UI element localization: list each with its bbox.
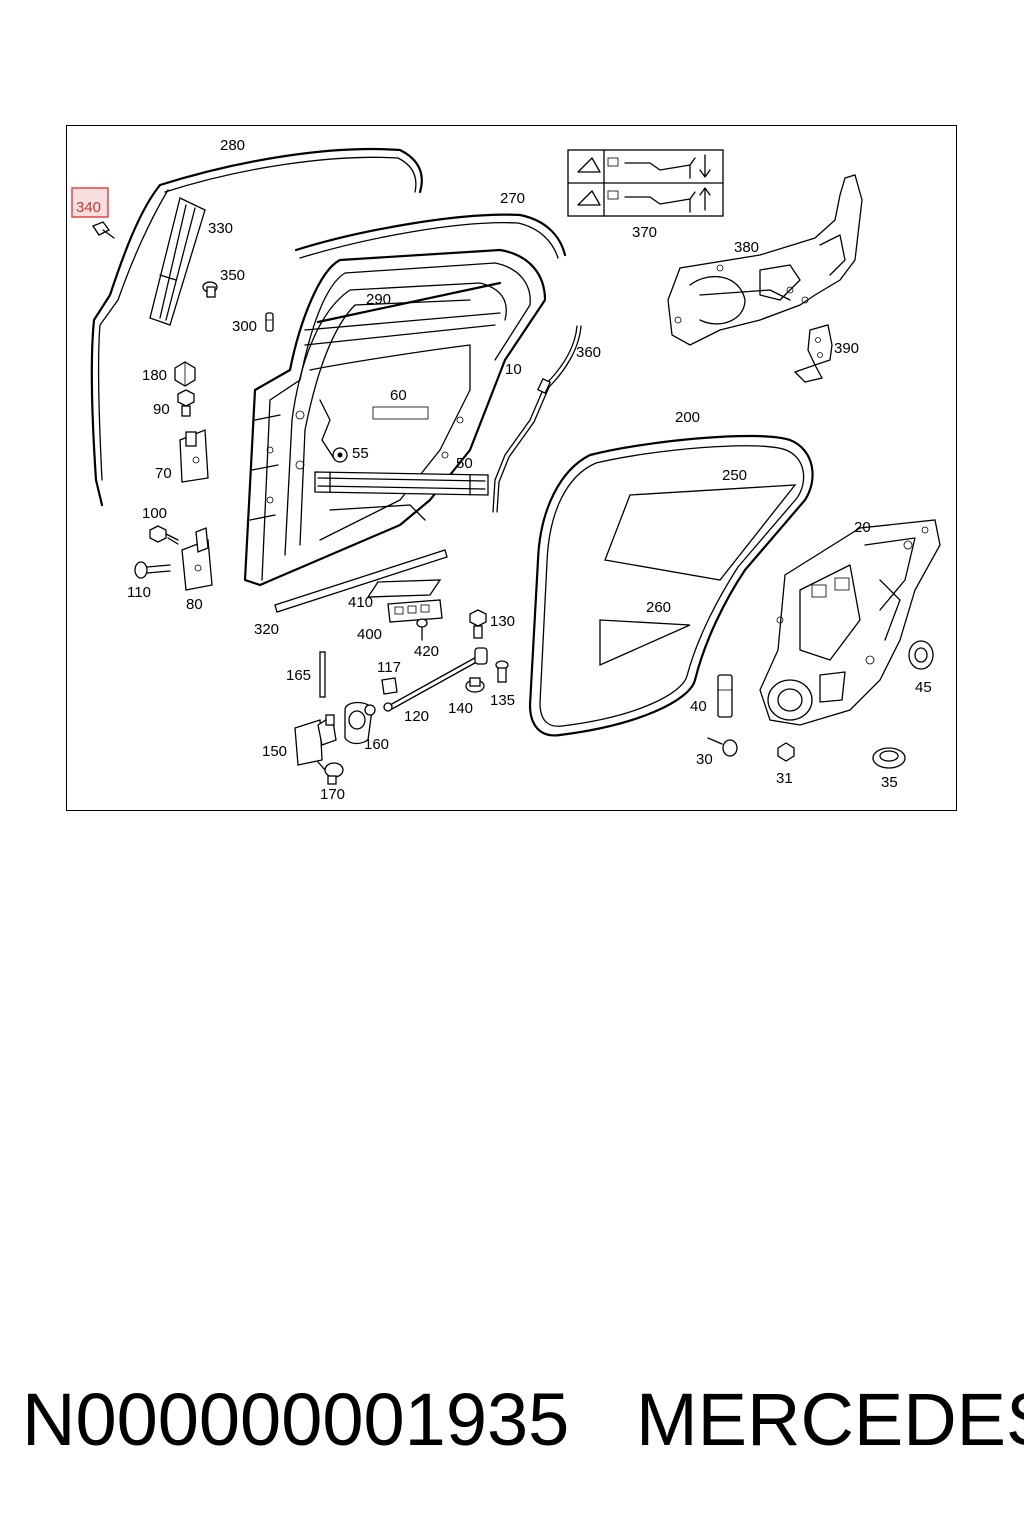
part-270-seal[interactable] — [294, 213, 567, 259]
label-140[interactable]: 140 — [448, 700, 473, 717]
part-120-check-strap[interactable] — [383, 647, 488, 712]
label-300[interactable]: 300 — [232, 318, 257, 335]
part-10-door-shell[interactable] — [243, 248, 547, 587]
label-340[interactable]: 340 — [76, 199, 101, 216]
part-30-rivet[interactable] — [707, 737, 738, 757]
label-200[interactable]: 200 — [675, 409, 700, 426]
part-130-bolt[interactable] — [469, 609, 487, 639]
label-360[interactable]: 360 — [576, 344, 601, 361]
part-150-bracket[interactable] — [294, 714, 337, 766]
brand-text: MERCEDES — [636, 1378, 1024, 1461]
label-135[interactable]: 135 — [490, 692, 515, 709]
label-120[interactable]: 120 — [404, 708, 429, 725]
part-420-screw[interactable] — [416, 618, 428, 641]
part-20-carrier[interactable] — [759, 519, 941, 726]
label-45[interactable]: 45 — [915, 679, 932, 696]
label-290[interactable]: 290 — [366, 291, 391, 308]
part-70-hinge[interactable] — [179, 429, 209, 483]
label-270[interactable]: 270 — [500, 190, 525, 207]
part-140-grommet[interactable] — [465, 677, 485, 693]
part-50-bar[interactable] — [314, 471, 489, 496]
part-160-housing[interactable] — [344, 701, 376, 745]
part-200-seal[interactable] — [528, 434, 814, 737]
part-number-text: N000000001935 — [22, 1378, 570, 1461]
label-20[interactable]: 20 — [854, 519, 871, 536]
part-90-bolt[interactable] — [177, 389, 195, 417]
label-130[interactable]: 130 — [490, 613, 515, 630]
part-350-bolt[interactable] — [202, 281, 218, 298]
part-door-channel-strip[interactable] — [90, 183, 169, 507]
part-135-bolt[interactable] — [495, 660, 509, 683]
part-380-panel[interactable] — [667, 174, 863, 346]
part-290-strip[interactable] — [316, 281, 502, 324]
part-117-clip[interactable] — [381, 677, 398, 695]
label-390[interactable]: 390 — [834, 340, 859, 357]
label-180[interactable]: 180 — [142, 367, 167, 384]
label-80[interactable]: 80 — [186, 596, 203, 613]
label-150[interactable]: 150 — [262, 743, 287, 760]
part-300-clip[interactable] — [265, 312, 274, 332]
label-90[interactable]: 90 — [153, 401, 170, 418]
part-330-pillar[interactable] — [149, 197, 206, 326]
part-250-window[interactable] — [604, 484, 797, 581]
label-10[interactable]: 10 — [505, 361, 522, 378]
part-31-nut[interactable] — [777, 742, 795, 762]
footer: N000000001935 MERCEDES — [0, 1375, 1024, 1475]
label-410[interactable]: 410 — [348, 594, 373, 611]
label-117[interactable]: 117 — [377, 659, 401, 676]
label-170[interactable]: 170 — [320, 786, 345, 803]
part-260-window[interactable] — [599, 619, 691, 667]
label-420[interactable]: 420 — [414, 643, 439, 660]
label-280[interactable]: 280 — [220, 137, 245, 154]
label-31[interactable]: 31 — [776, 770, 793, 787]
part-80-hinge[interactable] — [181, 527, 213, 591]
part-55-bolt[interactable] — [332, 447, 348, 463]
label-100[interactable]: 100 — [142, 505, 167, 522]
part-360-cable[interactable] — [492, 325, 582, 513]
part-390-bracket[interactable] — [793, 324, 833, 383]
label-320[interactable]: 320 — [254, 621, 279, 638]
part-410-plate[interactable] — [366, 579, 442, 598]
label-30[interactable]: 30 — [696, 751, 713, 768]
part-370-label[interactable] — [567, 149, 724, 217]
label-370[interactable]: 370 — [632, 224, 657, 241]
label-400[interactable]: 400 — [357, 626, 382, 643]
label-350[interactable]: 350 — [220, 267, 245, 284]
part-100-bolt[interactable] — [149, 525, 179, 545]
highlight-box-340 — [71, 187, 109, 218]
label-110[interactable]: 110 — [127, 584, 151, 601]
part-280-drawing[interactable] — [158, 147, 423, 194]
part-400-block[interactable] — [387, 599, 443, 623]
label-40[interactable]: 40 — [690, 698, 707, 715]
part-320-strip[interactable] — [274, 549, 448, 613]
part-180-nut[interactable] — [174, 361, 196, 387]
label-260[interactable]: 260 — [646, 599, 671, 616]
part-110-bolt[interactable] — [134, 561, 171, 579]
part-35-grommet[interactable] — [872, 747, 906, 769]
label-330[interactable]: 330 — [208, 220, 233, 237]
label-165[interactable]: 165 — [286, 667, 311, 684]
label-50[interactable]: 50 — [456, 455, 473, 472]
part-340-screw[interactable] — [92, 221, 115, 239]
label-380[interactable]: 380 — [734, 239, 759, 256]
label-250[interactable]: 250 — [722, 467, 747, 484]
part-45-grommet[interactable] — [908, 640, 934, 670]
label-35[interactable]: 35 — [881, 774, 898, 791]
label-160[interactable]: 160 — [364, 736, 389, 753]
part-labels: 280 270 340 330 350 300 290 370 380 390 … — [76, 137, 932, 803]
part-40-clip[interactable] — [717, 674, 733, 718]
label-60[interactable]: 60 — [390, 387, 407, 404]
part-165-rod[interactable] — [319, 651, 326, 698]
label-70[interactable]: 70 — [155, 465, 172, 482]
part-170-bolt[interactable] — [317, 761, 344, 785]
label-55[interactable]: 55 — [352, 445, 369, 462]
